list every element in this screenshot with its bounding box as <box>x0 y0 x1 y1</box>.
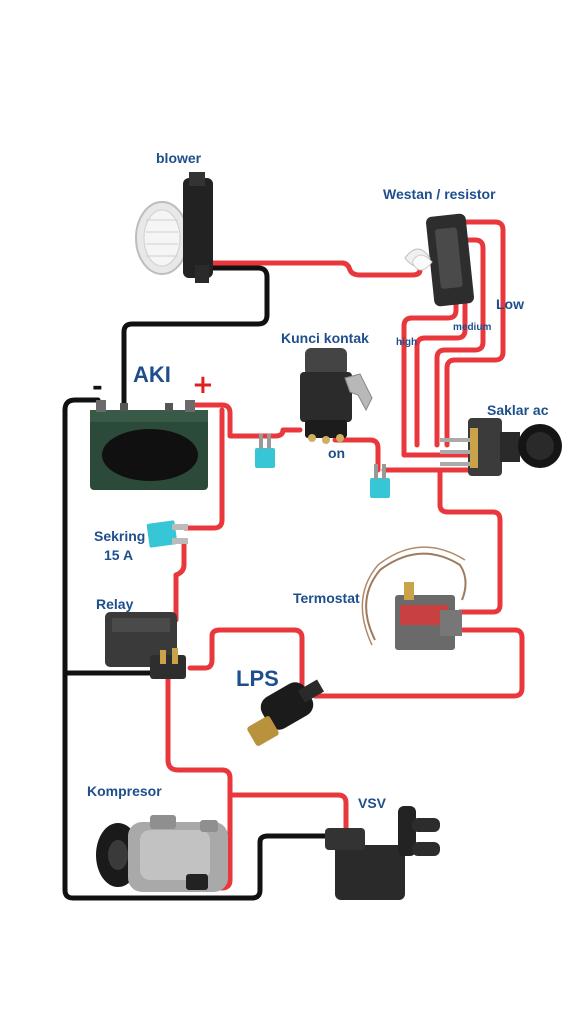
battery <box>90 400 208 490</box>
vsv-valve <box>325 806 440 900</box>
label-on: on <box>328 445 346 461</box>
label-kompresor: Kompresor <box>87 783 162 799</box>
label-blower: blower <box>156 150 202 166</box>
relay <box>105 612 186 679</box>
thermostat <box>361 546 467 650</box>
label-lps: LPS <box>236 666 279 691</box>
label-kunci-kontak: Kunci kontak <box>281 330 369 346</box>
battery-plus-sign: + <box>192 370 214 400</box>
label-saklar-ac: Saklar ac <box>487 402 549 418</box>
label-vsv: VSV <box>358 795 387 811</box>
blower-motor <box>135 172 213 283</box>
ground-wires <box>62 265 345 901</box>
ignition-switch <box>300 348 373 444</box>
label-medium: medium <box>453 322 492 333</box>
battery-minus-sign: - <box>92 372 103 402</box>
compressor <box>96 815 228 892</box>
label-westan-resistor: Westan / resistor <box>383 186 496 202</box>
fuse-15a <box>146 520 188 548</box>
fuse-ac <box>370 464 390 498</box>
label-high: high <box>396 337 418 348</box>
ac-switch <box>440 418 562 476</box>
low-pressure-switch <box>247 679 325 746</box>
label-low: Low <box>496 296 524 312</box>
label-termostat: Termostat <box>293 590 360 606</box>
blower-resistor <box>404 213 474 307</box>
fuse-ignition <box>255 434 275 468</box>
label-relay: Relay <box>96 596 134 612</box>
label-sekring-rating: 15 A <box>104 547 134 563</box>
label-aki: AKI <box>133 362 171 387</box>
label-sekring: Sekring <box>94 528 146 544</box>
